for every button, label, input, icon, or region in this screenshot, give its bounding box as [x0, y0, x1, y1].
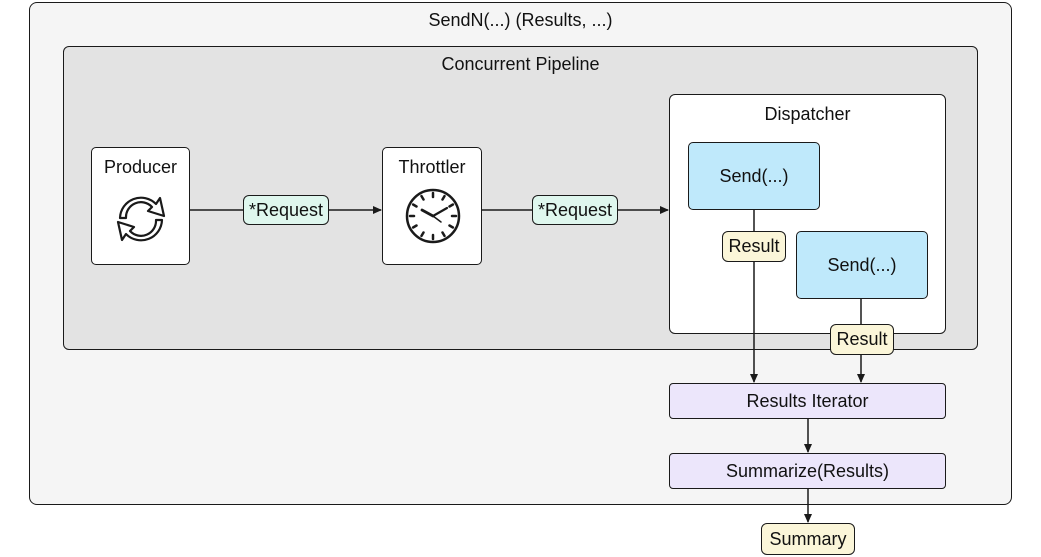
producer-node: Producer: [91, 147, 190, 265]
throttler-label: Throttler: [398, 157, 466, 177]
refresh-cycle-icon: [116, 196, 166, 242]
summary-pill: Summary: [761, 523, 855, 555]
send-box-1: Send(...): [688, 142, 820, 210]
dispatcher-title: Dispatcher: [764, 104, 851, 124]
producer-label: Producer: [103, 157, 178, 177]
results-iterator-box: Results Iterator: [669, 383, 946, 419]
clock-icon: [405, 188, 461, 244]
send-box-2: Send(...): [796, 231, 928, 299]
summarize-box: Summarize(Results): [669, 453, 946, 489]
throttler-node: Throttler: [382, 147, 482, 265]
outer-frame-title: SendN(...) (Results, ...): [428, 10, 613, 30]
result-pill-1: Result: [722, 231, 786, 262]
pipeline-title: Concurrent Pipeline: [441, 54, 600, 74]
request-pill-1: *Request: [243, 195, 329, 225]
request-pill-2: *Request: [532, 195, 618, 225]
result-pill-2: Result: [830, 324, 894, 355]
